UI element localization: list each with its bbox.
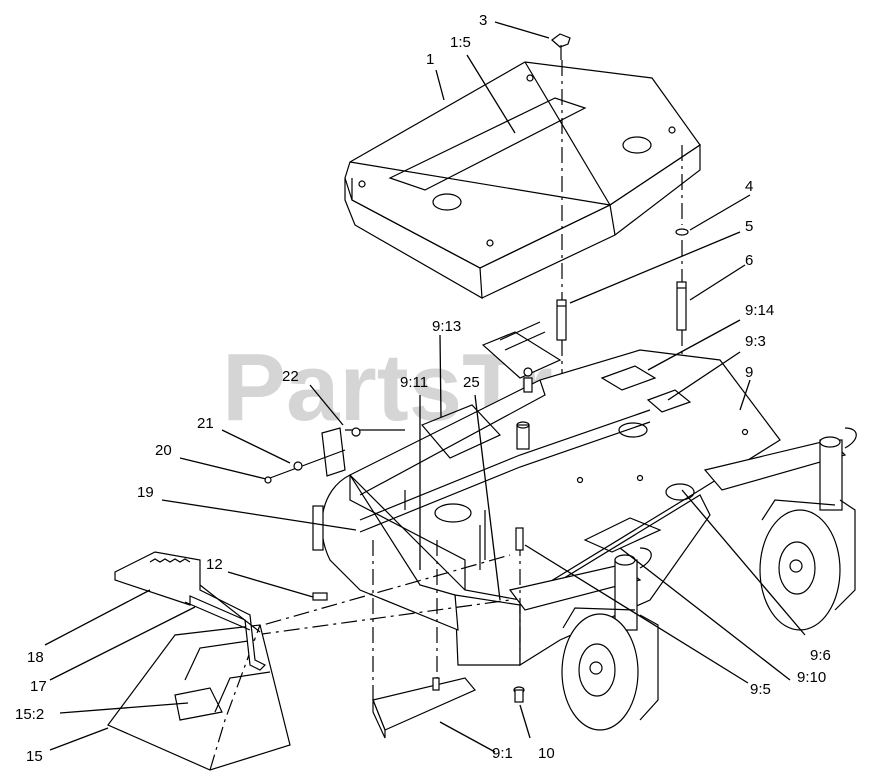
pin-part-5 [556,299,567,341]
callout-5: 5 [745,218,753,235]
callout-10: 10 [538,745,555,762]
caster-wheel-front [508,547,659,731]
chute-part-15 [107,624,291,771]
callout-1-5: 1:5 [450,34,471,51]
leader-lines [44,21,806,753]
callout-1: 1 [426,51,434,68]
rod-part-17 [114,551,267,671]
callout-12: 12 [206,556,223,573]
callout-9-3: 9:3 [745,333,766,350]
callout-9-13: 9:13 [432,318,461,335]
callout-18: 18 [27,649,44,666]
callout-17: 17 [30,678,47,695]
callout-6: 6 [745,252,753,269]
callout-9-6: 9:6 [810,647,831,664]
bolt-part-12 [312,592,328,601]
caster-wheel-right [703,427,857,631]
callout-9-5: 9:5 [750,681,771,698]
callout-21: 21 [197,415,214,432]
spring-part-18 [149,558,261,633]
callout-3: 3 [479,12,487,29]
knob-part-3 [551,33,571,60]
callout-9-1: 9:1 [492,745,513,762]
callout-9-11: 9:11 [400,374,428,391]
callout-15-2: 15:2 [15,706,44,723]
callout-4: 4 [745,178,753,195]
bolt-part-10 [513,527,525,703]
bracket-part-9-1 [372,677,476,739]
callout-labels: 3 1:5 1 4 5 6 9:14 9:3 9 9:13 22 9:11 25… [15,12,831,765]
rear-bracket-part [481,321,562,393]
callout-9-10: 9:10 [797,669,826,686]
callout-20: 20 [155,442,172,459]
callout-9-14: 9:14 [745,302,774,319]
washer-part-4 [675,228,689,236]
center-line-12 [254,599,511,636]
callout-9: 9 [745,364,753,381]
top-cover-part [344,61,701,300]
callout-19: 19 [137,484,154,501]
callout-25: 25 [463,374,480,391]
pin-part-6 [676,281,687,331]
callout-15: 15 [26,748,43,765]
bracket-part-22 [264,427,405,484]
mower-deck-part [312,349,781,667]
callout-22: 22 [282,368,299,385]
